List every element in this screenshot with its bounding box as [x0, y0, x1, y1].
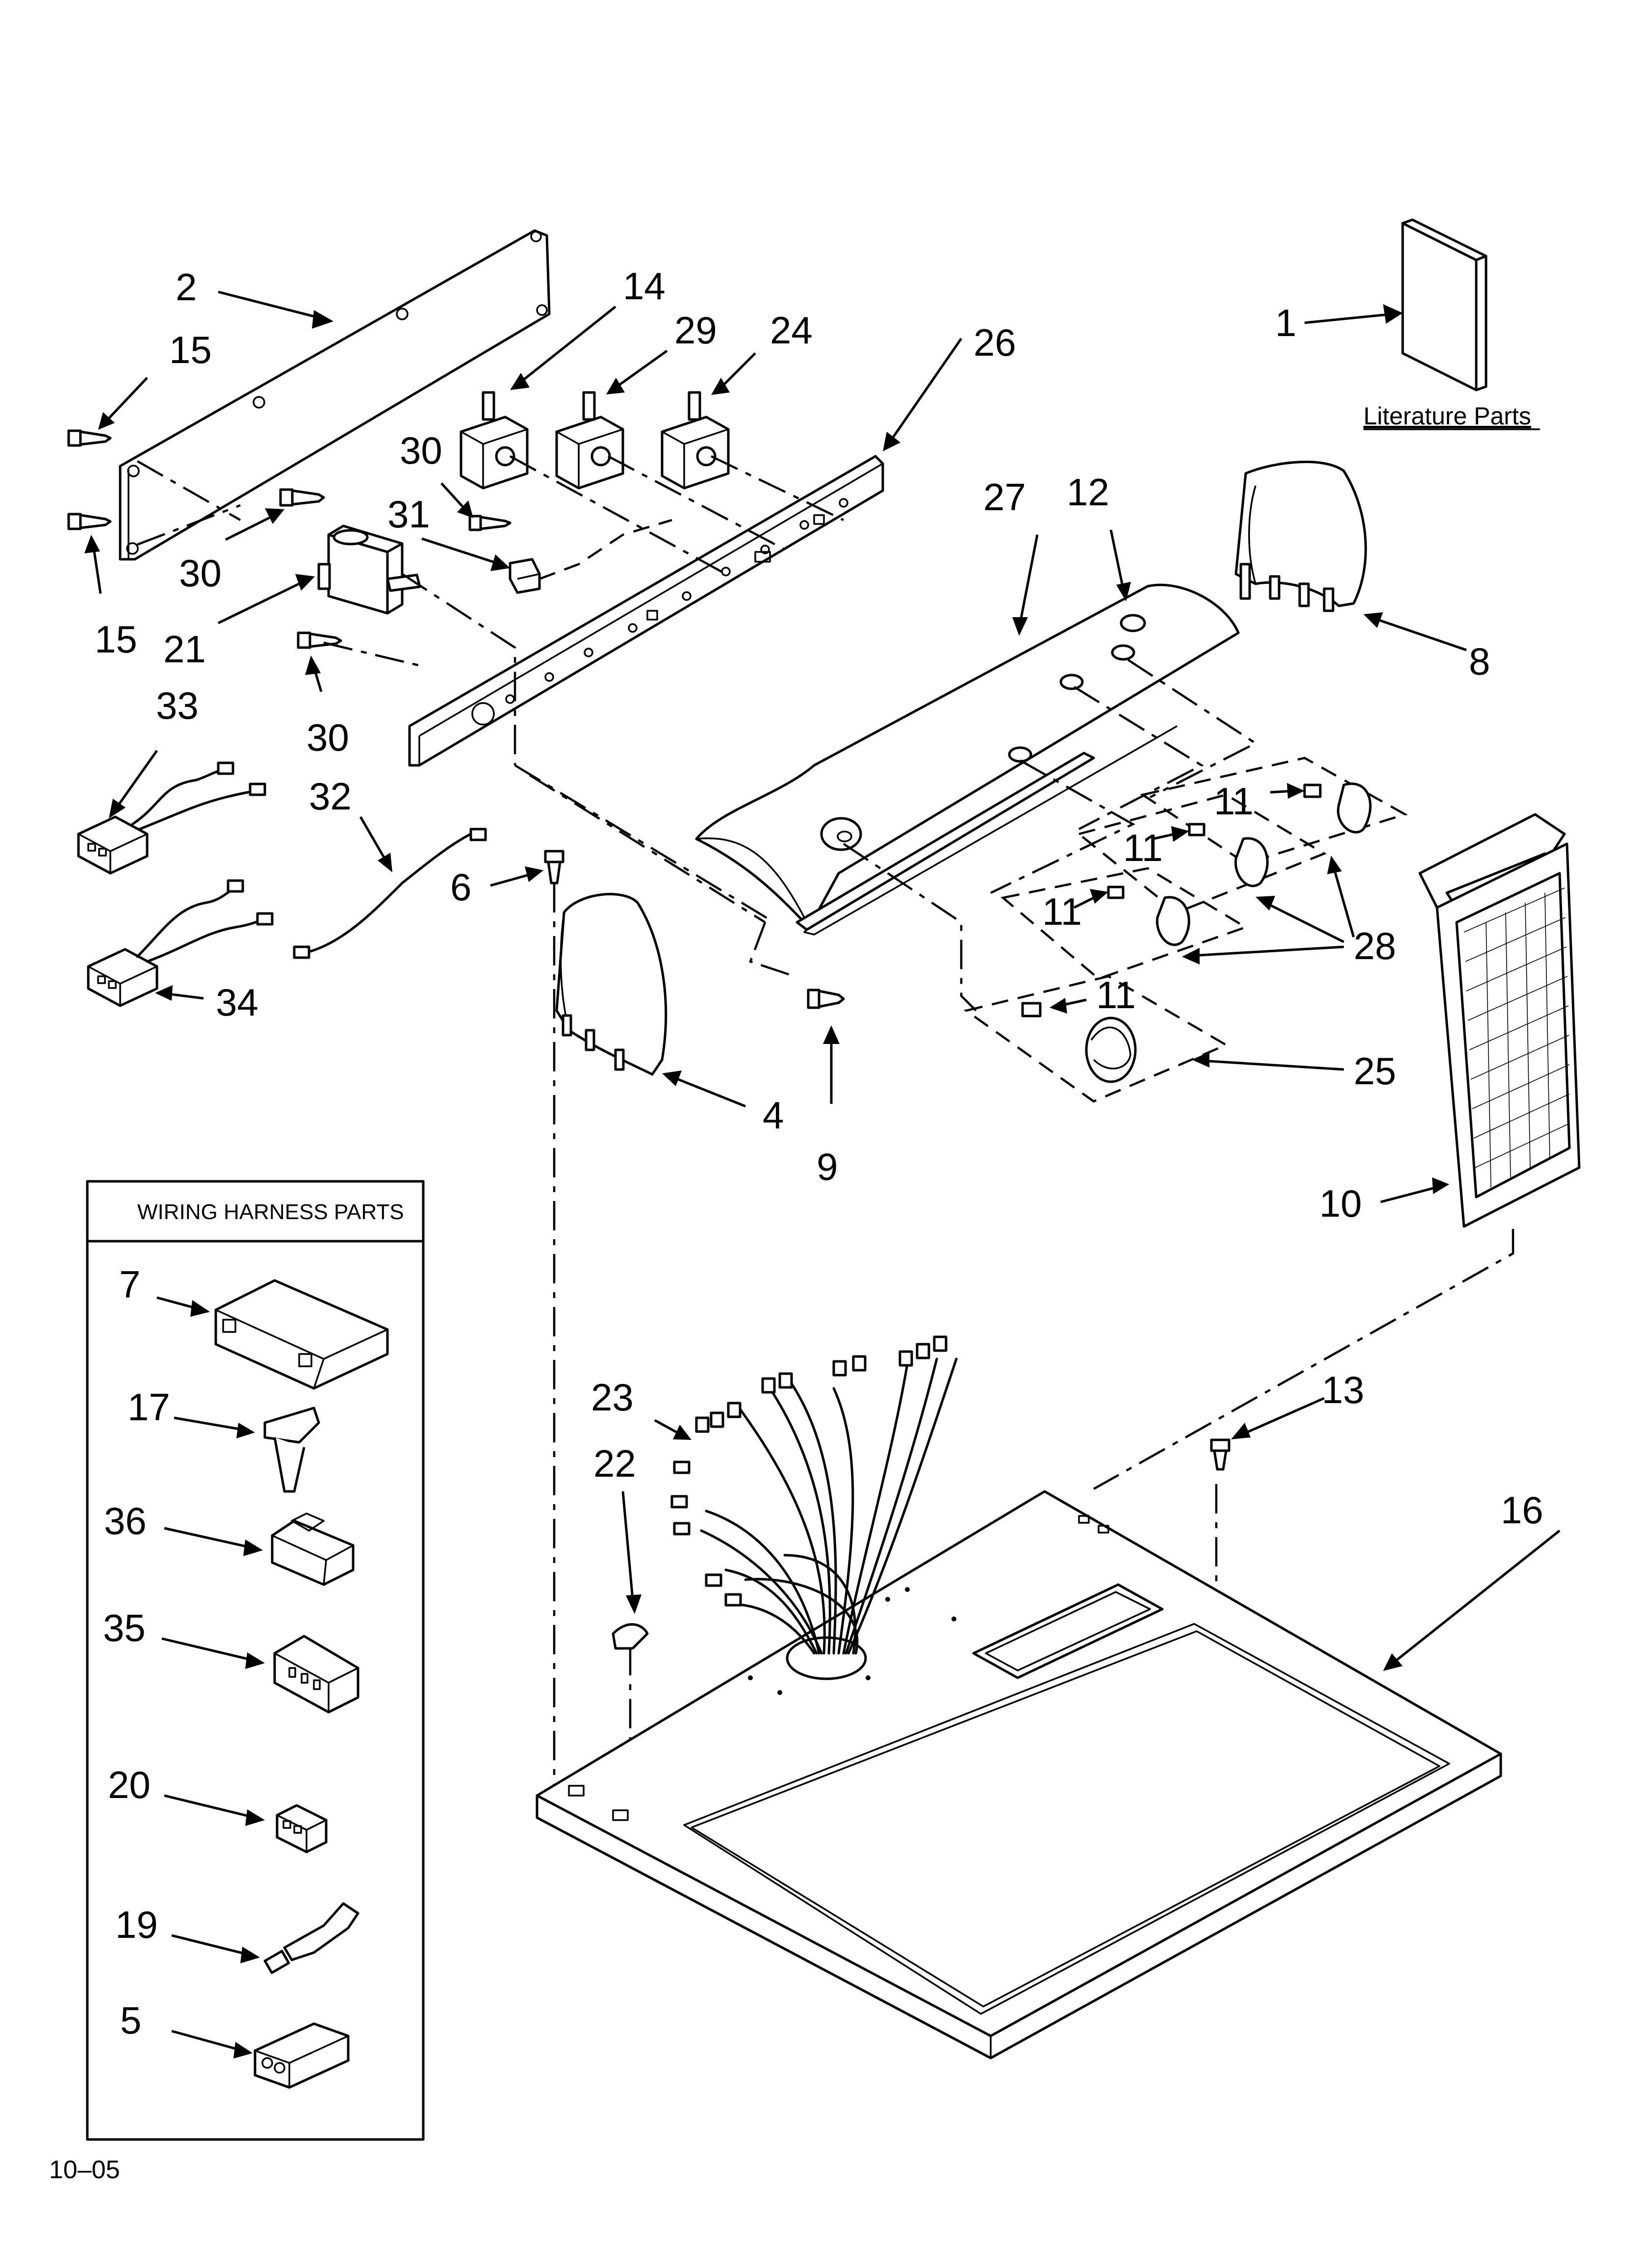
callout-30-c: 30	[400, 429, 442, 472]
callout-19: 19	[115, 1903, 158, 1946]
connector-20	[164, 1794, 328, 1853]
knob-cluster-top	[1140, 756, 1408, 865]
callout-20: 20	[108, 1763, 151, 1806]
callout-31: 31	[387, 493, 430, 536]
screw-15-upper	[67, 377, 148, 447]
knob-cluster-mid	[1077, 793, 1327, 914]
literature-parts-label: Literature Parts	[1363, 402, 1531, 430]
connector-36	[164, 1512, 355, 1586]
harness-33	[77, 750, 266, 875]
connector-7	[156, 1279, 389, 1390]
knob-cluster-low	[1001, 867, 1249, 980]
clip-17	[174, 1407, 320, 1493]
callout-22: 22	[593, 1442, 636, 1485]
screw-9	[807, 989, 845, 1104]
callout-10: 10	[1319, 1182, 1362, 1225]
callout-12: 12	[1067, 470, 1109, 514]
callout-11-a: 11	[1214, 780, 1254, 823]
callout-8: 8	[1469, 640, 1490, 683]
end-cap-8	[1234, 461, 1467, 652]
callout-9: 9	[817, 1145, 838, 1188]
housing-35	[161, 1635, 359, 1714]
callout-6: 6	[450, 865, 471, 909]
callout-11-b: 11	[1123, 826, 1163, 869]
callout-13: 13	[1322, 1368, 1364, 1411]
terminal-19	[171, 1902, 359, 1974]
console-27	[695, 529, 1240, 936]
callout-34: 34	[216, 981, 258, 1024]
callout-29: 29	[674, 309, 717, 352]
screw-30-c	[440, 482, 512, 531]
connector-5	[171, 2022, 350, 2089]
top-panel-16	[536, 1490, 1561, 2059]
screw-30-b	[297, 631, 342, 692]
wiring-harness-parts-box	[86, 1180, 425, 2141]
callout-16: 16	[1501, 1488, 1543, 1532]
callout-4: 4	[763, 1094, 784, 1137]
callout-21: 21	[163, 627, 206, 671]
callout-27: 27	[983, 475, 1026, 519]
callout-15-upper: 15	[169, 328, 212, 371]
part-31	[421, 537, 541, 594]
screw-6	[490, 850, 564, 887]
callout-11-c: 11	[1042, 890, 1082, 933]
harness-32	[293, 816, 487, 959]
revision-code: 10–05	[49, 2156, 120, 2184]
callout-7: 7	[119, 1263, 140, 1306]
callout-11-d: 11	[1096, 973, 1136, 1017]
end-cap-4	[555, 893, 746, 1108]
screw-13	[1210, 1397, 1325, 1471]
control-bracket-26	[408, 338, 963, 767]
literature-booklet	[1304, 218, 1488, 391]
switch-24	[661, 352, 756, 490]
callout-1: 1	[1275, 301, 1296, 344]
knob-cluster-25	[963, 975, 1344, 1103]
wiring-box-title: WIRING HARNESS PARTS	[137, 1200, 404, 1224]
screw-15-lower	[67, 513, 112, 594]
lint-filter-10	[1380, 813, 1581, 1228]
harness-34	[87, 879, 274, 1007]
switch-29	[555, 349, 668, 490]
callout-17: 17	[128, 1385, 170, 1429]
callout-35: 35	[103, 1606, 146, 1649]
clip-22	[612, 1491, 649, 1650]
timer-21	[217, 524, 421, 625]
callout-2: 2	[176, 265, 197, 309]
callout-15-lower: 15	[95, 618, 137, 661]
callout-30-b: 30	[307, 716, 349, 759]
callout-36: 36	[104, 1499, 147, 1542]
callout-30-a: 30	[179, 551, 222, 595]
callout-32: 32	[309, 775, 352, 818]
callout-28: 28	[1354, 924, 1396, 967]
callout-5: 5	[120, 1999, 141, 2042]
switch-14	[460, 306, 616, 490]
callout-25: 25	[1354, 1049, 1396, 1093]
callout-33: 33	[156, 684, 199, 727]
screw-30-a	[225, 488, 325, 541]
callout-24: 24	[770, 309, 813, 352]
callout-23: 23	[591, 1376, 634, 1419]
callout-26: 26	[974, 321, 1016, 364]
callout-14: 14	[623, 264, 666, 308]
main-harness-23	[654, 1335, 958, 1655]
